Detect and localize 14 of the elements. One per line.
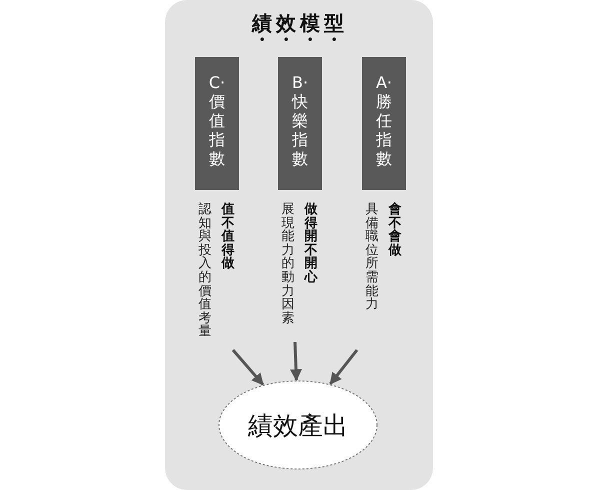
question-text: 值不值得做 [221,203,235,271]
description-text: 認知與投入的價值考量 [198,203,212,339]
ellipse: 績效產出 [218,380,378,470]
index-bar: B·快樂指數 [278,57,322,190]
diagram-title: 績效模型 [252,11,348,35]
index-bar: C·價值指數 [195,57,239,190]
description-text: 具備職位所需能力 [365,203,379,312]
arrow [290,342,302,382]
question-text: 做得開不開心 [304,203,318,285]
description-text: 展現能力的動力因素 [281,203,295,326]
arrow [329,349,358,385]
question-text: 會不會做 [388,203,402,258]
index-bar: A·勝任指數 [362,57,406,190]
arrow [232,349,264,386]
